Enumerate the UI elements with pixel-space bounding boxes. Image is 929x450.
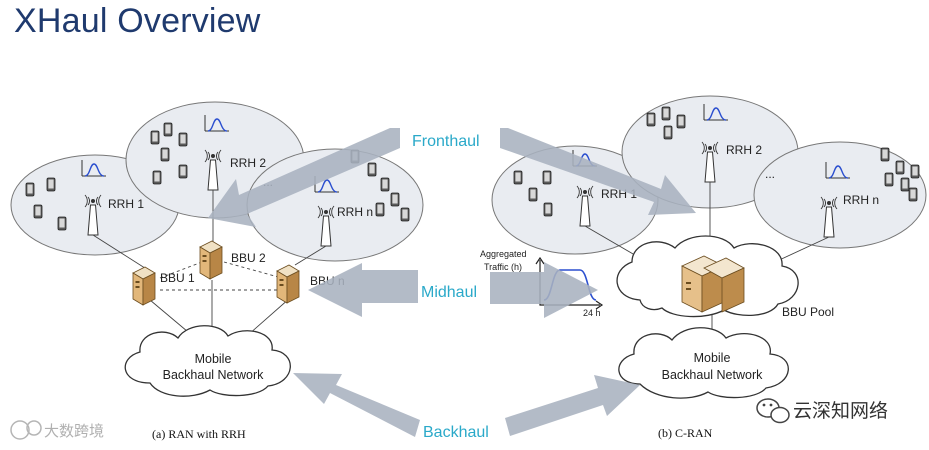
backhaul-cloud-right (618, 327, 789, 399)
bbu-pool-server-icon (681, 255, 745, 313)
midhaul-arrow-left (308, 263, 418, 317)
bbu-2-label: BBU 2 (231, 251, 266, 265)
midhaul-arrow-right (490, 262, 598, 318)
brand-mark: 云深知网络 (756, 398, 888, 424)
slide-title: XHaul Overview (14, 2, 261, 40)
rrh-n-label-right: RRH n (843, 193, 879, 207)
ellipsis-right: ... (765, 167, 775, 181)
ellipsis: ... (263, 175, 273, 189)
network-label-line1-left: Mobile (195, 352, 232, 366)
traffic-label-2: Traffic (h) (484, 262, 522, 272)
cell-rrh-n-right (753, 141, 927, 249)
network-label-line2-left: Backhaul Network (163, 368, 264, 382)
rrh-n-label: RRH n (337, 205, 373, 219)
traffic-label-1: Aggregated (480, 249, 527, 259)
backhaul-arrow-right (505, 375, 640, 436)
fronthaul-arrow-left (208, 128, 400, 227)
network-label-line1-right: Mobile (694, 351, 731, 365)
left-diagram: RRH 1 RRH 2 RRH n ... BBU 1 BB (10, 101, 424, 441)
xhaul-arrows (208, 128, 696, 437)
traffic-axis-label: 24 h (583, 308, 601, 318)
bbu-pool-label: BBU Pool (782, 305, 834, 319)
bbu-n-server-icon (276, 264, 300, 304)
backhaul-callout: Backhaul (423, 424, 489, 441)
wechat-icon (756, 398, 790, 424)
caption-right: (b) C-RAN (658, 426, 713, 440)
bbu-2-server-icon (199, 240, 223, 280)
fronthaul-callout: Fronthaul (412, 133, 480, 150)
bbu-1-label: BBU 1 (160, 271, 195, 285)
backhaul-cloud-left (124, 325, 291, 397)
midhaul-callout: Midhaul (421, 284, 477, 301)
watermark-text: 大数跨境 (44, 422, 104, 440)
bbu-1-server-icon (132, 266, 156, 306)
caption-left: (a) RAN with RRH (152, 427, 246, 441)
rrh-2-label-right: RRH 2 (726, 143, 762, 157)
watermark: 大数跨境 (10, 420, 104, 440)
rrh-1-label: RRH 1 (108, 197, 144, 211)
network-label-line2-right: Backhaul Network (662, 368, 763, 382)
brand-text: 云深知网络 (793, 400, 888, 422)
rrh-2-label: RRH 2 (230, 156, 266, 170)
backhaul-arrow-left (293, 373, 420, 437)
fronthaul-arrow-right (500, 128, 696, 215)
